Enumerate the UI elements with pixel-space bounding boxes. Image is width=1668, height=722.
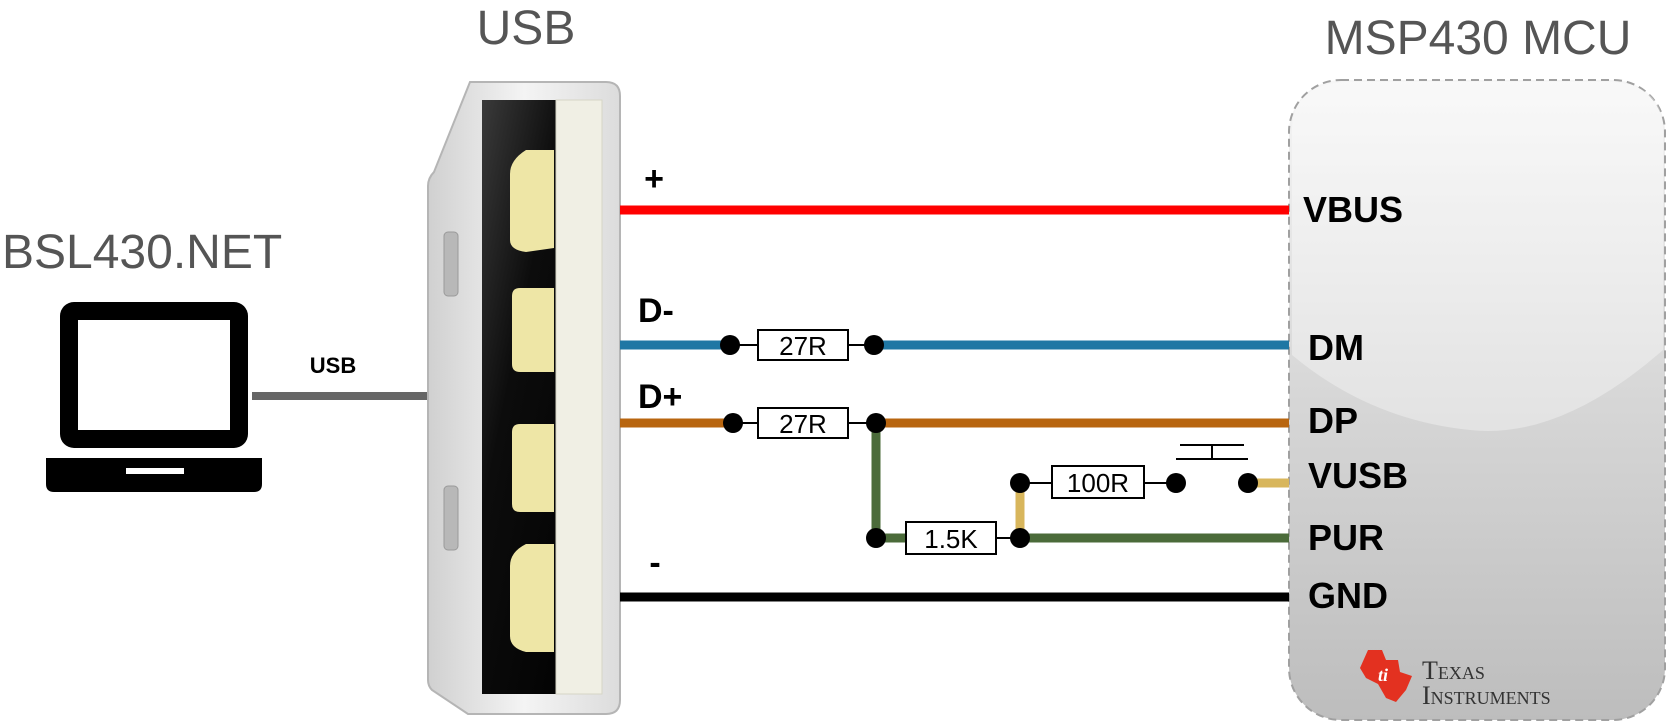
host-usb-cable-label: USB [310,353,356,378]
pin-label-gnd: GND [1308,575,1388,616]
usb-side-notch-upper [443,231,459,297]
junction-dot [1010,528,1030,548]
junction-dot [864,335,884,355]
wire-label-dplus: D+ [638,378,682,416]
junction-dot [866,413,886,433]
mcu-highlight [1292,82,1663,431]
host-title: BSL430.NET [2,226,282,279]
mcu-body [1288,79,1666,721]
pin-label-dp: DP [1308,400,1358,441]
resistor-vusb: 100R [1051,465,1145,499]
junction-dot [1010,473,1030,493]
usb-contact-vbus [510,150,554,252]
junction-dot [720,335,740,355]
usb-connector-icon [427,81,621,715]
usb-title: USB [477,2,576,55]
ti-logo-mark [1360,650,1412,702]
usb-contact-gnd [510,544,554,652]
usb-tongue [555,99,603,695]
svg-text:ti: ti [1378,665,1388,685]
resistor-dm-value: 27R [779,331,827,361]
ti-logo-line1: Texas [1422,656,1485,685]
laptop-icon [46,302,262,492]
resistor-pur: 1.5K [905,521,1020,555]
junction-dot [1166,473,1186,493]
junction-dot [866,528,886,548]
pin-label-pur: PUR [1308,517,1384,558]
pin-label-dm: DM [1308,327,1364,368]
mcu-chip [1288,79,1666,721]
resistor-dp-value: 27R [779,409,827,439]
pin-label-vusb: VUSB [1308,455,1408,496]
push-button-switch-icon [1176,444,1248,460]
texas-instruments-logo: ti Texas Instruments [1360,650,1551,710]
resistor-vusb-value: 100R [1067,468,1129,498]
usb-contact-dp [512,424,554,512]
usb-contact-dm [512,288,554,372]
junction-dots [720,335,1258,548]
resistor-dm: 27R [730,329,874,361]
junction-dot [1238,473,1258,493]
resistor-dp: 27R [733,407,876,439]
wire-label-dminus: D- [638,292,674,330]
mcu-title: MSP430 MCU [1325,12,1632,65]
ti-logo-line2: Instruments [1422,681,1551,710]
wire-label-minus: - [649,544,660,582]
pin-label-vbus: VBUS [1303,189,1403,230]
wire-label-plus: + [644,160,664,198]
usb-side-notch-lower [443,485,459,551]
junction-dot [723,413,743,433]
resistor-pur-value: 1.5K [924,524,978,554]
